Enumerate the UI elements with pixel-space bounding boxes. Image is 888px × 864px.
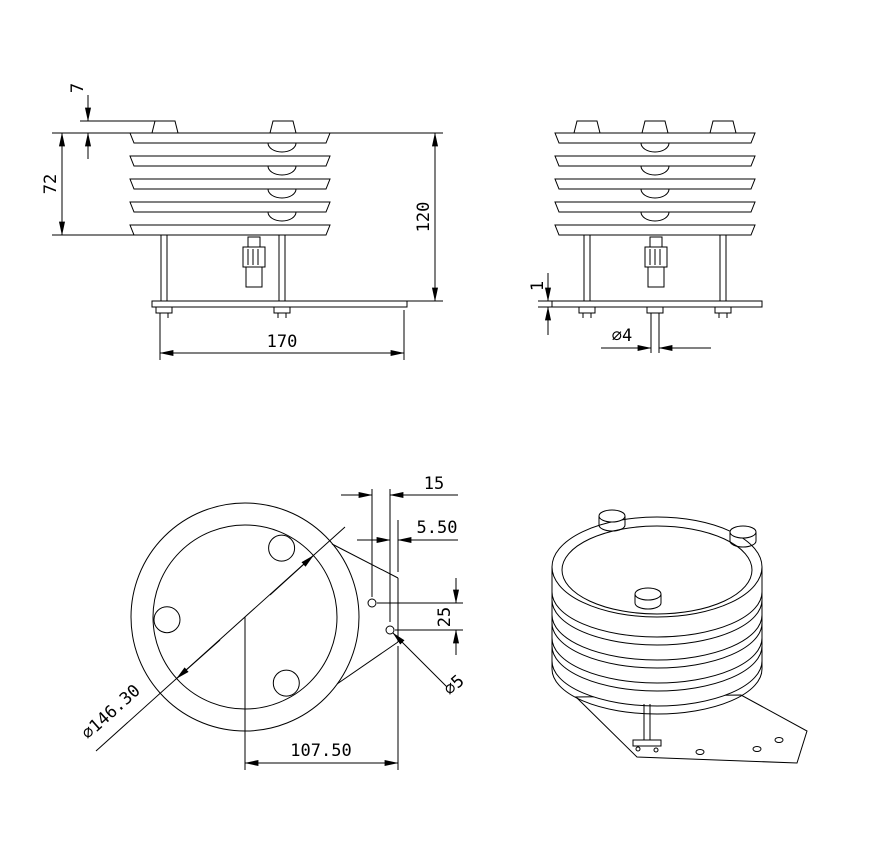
dimension-base-width: 170 xyxy=(159,310,405,360)
sensor-assembly-front xyxy=(242,236,266,288)
mounting-plate-iso xyxy=(574,694,808,764)
louver-stack-front xyxy=(129,120,331,236)
side-view: 1 ⌀4 xyxy=(528,120,763,353)
base-plate-side xyxy=(551,300,763,322)
base-plate-front xyxy=(151,300,408,318)
plate-holes-iso xyxy=(695,737,784,755)
dim-bottom-center-to-edge: 107.50 xyxy=(290,741,351,761)
dim-front-base-width: 170 xyxy=(267,332,298,352)
front-view: 7 72 120 170 xyxy=(41,83,443,360)
isometric-view xyxy=(551,509,808,764)
dim-bottom-edge-offset: 5.50 xyxy=(417,518,458,538)
dimension-hole-offset: 15 xyxy=(341,474,458,622)
louver-stack-side xyxy=(554,120,756,236)
dim-front-cap-height: 7 xyxy=(68,83,88,93)
dim-side-plate-thickness: 1 xyxy=(528,281,548,291)
sensor-assembly-side xyxy=(644,236,668,288)
shield-body-iso xyxy=(551,516,763,715)
dimension-louver-height: 72 xyxy=(41,132,140,236)
dimension-bolt-diameter: ⌀4 xyxy=(601,322,711,353)
shield-outline-bottom xyxy=(130,502,399,770)
dimension-overall-height: 120 xyxy=(330,132,443,302)
dimension-cap-height: 7 xyxy=(68,83,155,159)
legs-front xyxy=(160,235,286,301)
dim-front-louver-height: 72 xyxy=(41,174,61,194)
dimension-hole-spacing: 25 xyxy=(377,578,463,655)
dim-bottom-hole-spacing: 25 xyxy=(435,607,455,627)
dim-front-overall-height: 120 xyxy=(414,202,434,233)
top-caps-iso xyxy=(598,509,757,610)
dimension-tab-hole-diameter: ⌀5 xyxy=(392,632,469,700)
dim-bottom-hole-offset: 15 xyxy=(424,474,444,494)
bottom-view: 15 5.50 25 ⌀5 ⌀146.30 107.50 xyxy=(78,474,469,770)
dimension-edge-offset: 5.50 xyxy=(357,518,458,572)
dimension-plate-thickness: 1 xyxy=(528,273,552,335)
dim-bottom-shield-diameter: ⌀146.30 xyxy=(78,681,145,744)
dim-side-bolt-diameter: ⌀4 xyxy=(612,326,632,346)
dim-bottom-tab-hole-diameter: ⌀5 xyxy=(440,671,469,700)
legs-side xyxy=(583,235,727,301)
mounting-rod-iso xyxy=(632,704,662,753)
dimension-center-to-edge: 107.50 xyxy=(244,646,399,770)
